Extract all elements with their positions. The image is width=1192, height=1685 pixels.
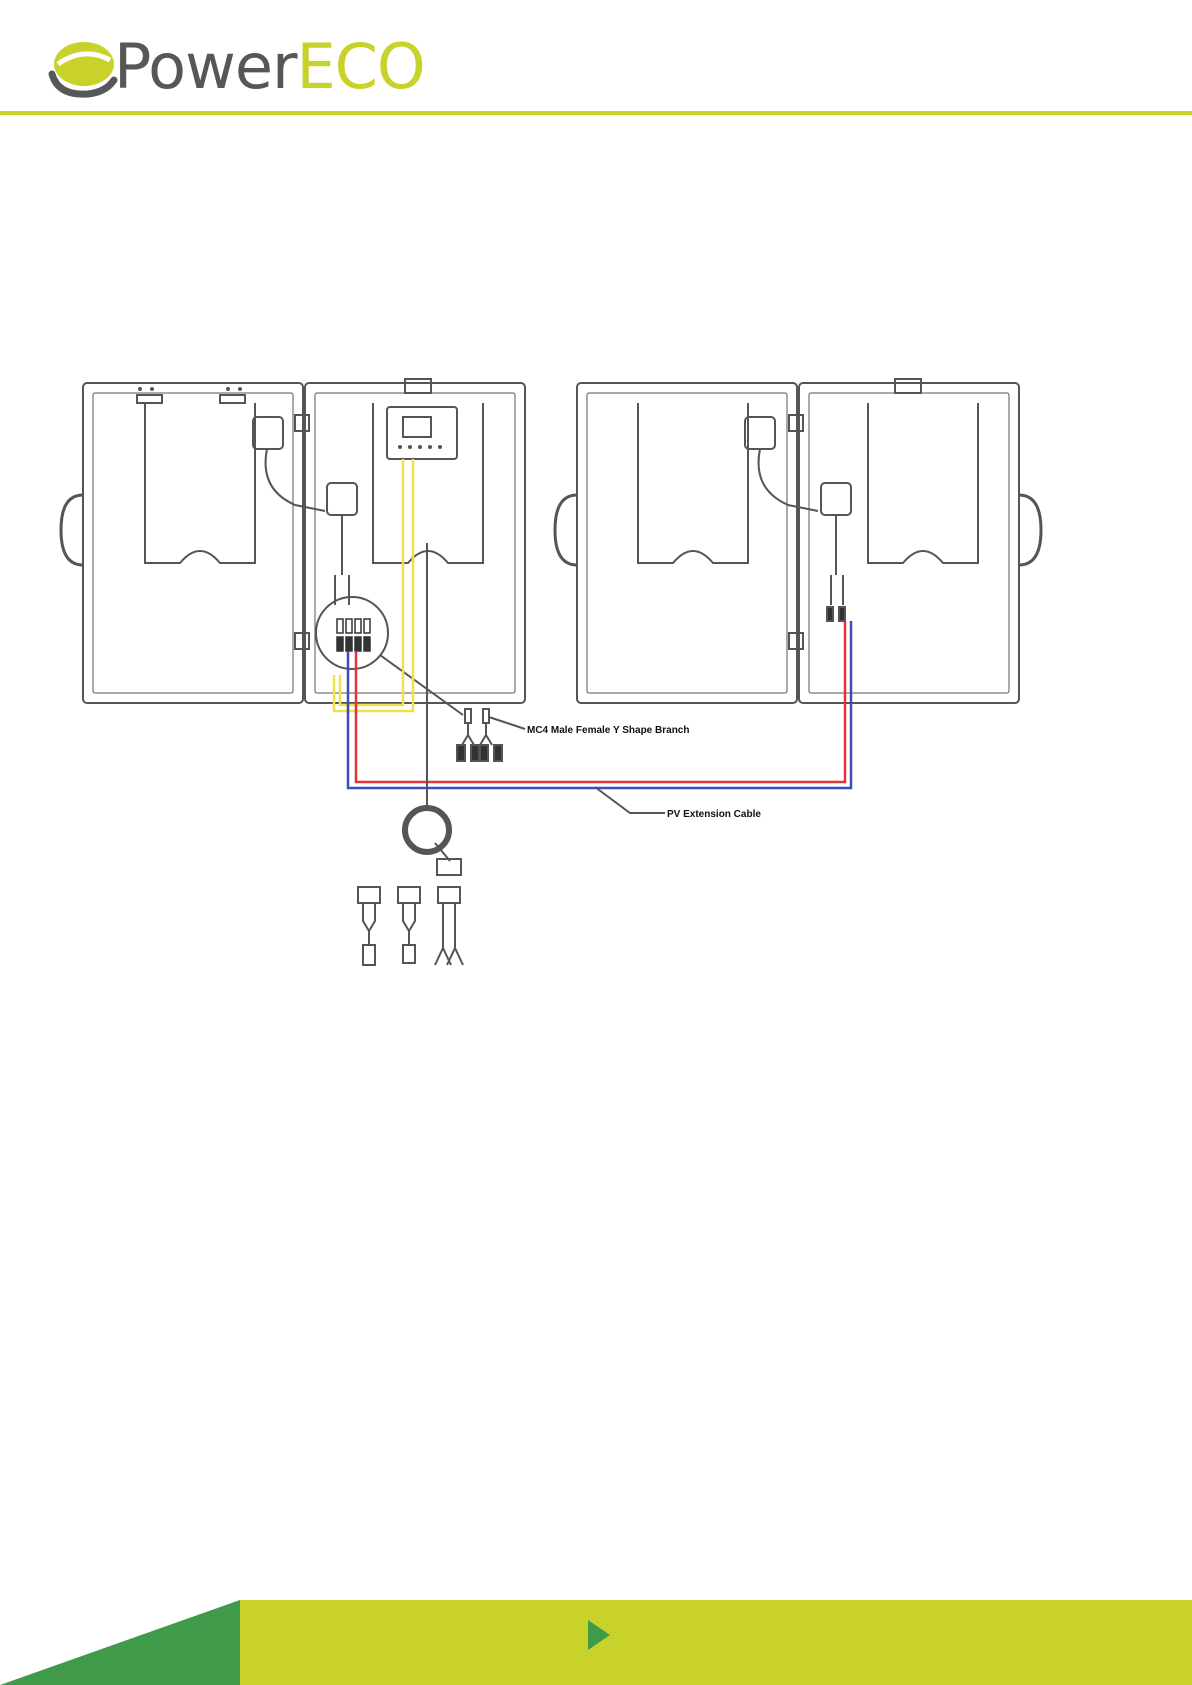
junction-box-center-left — [327, 483, 357, 605]
charge-controller — [387, 407, 457, 459]
junction-box-center-right — [745, 417, 818, 511]
pv-extension-cable — [348, 621, 851, 788]
output-adapters — [358, 887, 463, 965]
footer-band — [0, 1600, 1192, 1685]
mc4-y-branch-illustration: MC4 Male Female Y Shape Branch — [457, 709, 689, 761]
solar-panel-right-inner — [555, 383, 803, 703]
page-header: PowerECO — [0, 0, 1192, 118]
adapter-alligator-clips — [435, 887, 463, 965]
solar-panel-left-outer — [61, 383, 309, 703]
brand-name-power: Power — [114, 30, 296, 103]
header-divider — [0, 111, 1192, 115]
adapter-cigarette-plug — [358, 887, 380, 965]
leaf-swirl-icon — [48, 34, 120, 100]
brand-wordmark: PowerECO — [114, 36, 425, 98]
brand-name-eco: ECO — [296, 30, 424, 103]
solar-panel-left-inner — [305, 379, 525, 703]
solar-panel-wiring-diagram: MC4 Male Female Y Shape Branch PV Extens… — [55, 375, 1155, 1035]
junction-box-left — [253, 417, 325, 511]
pv-extension-label: PV Extension Cable — [595, 787, 761, 820]
label-mc4-branch: MC4 Male Female Y Shape Branch — [527, 725, 689, 736]
junction-box-right — [821, 483, 851, 621]
adapter-barrel-plug — [398, 887, 420, 963]
mc4-branch-detail-circle — [316, 597, 463, 715]
label-pv-extension: PV Extension Cable — [667, 809, 761, 820]
powereco-logo: PowerECO — [48, 32, 425, 102]
